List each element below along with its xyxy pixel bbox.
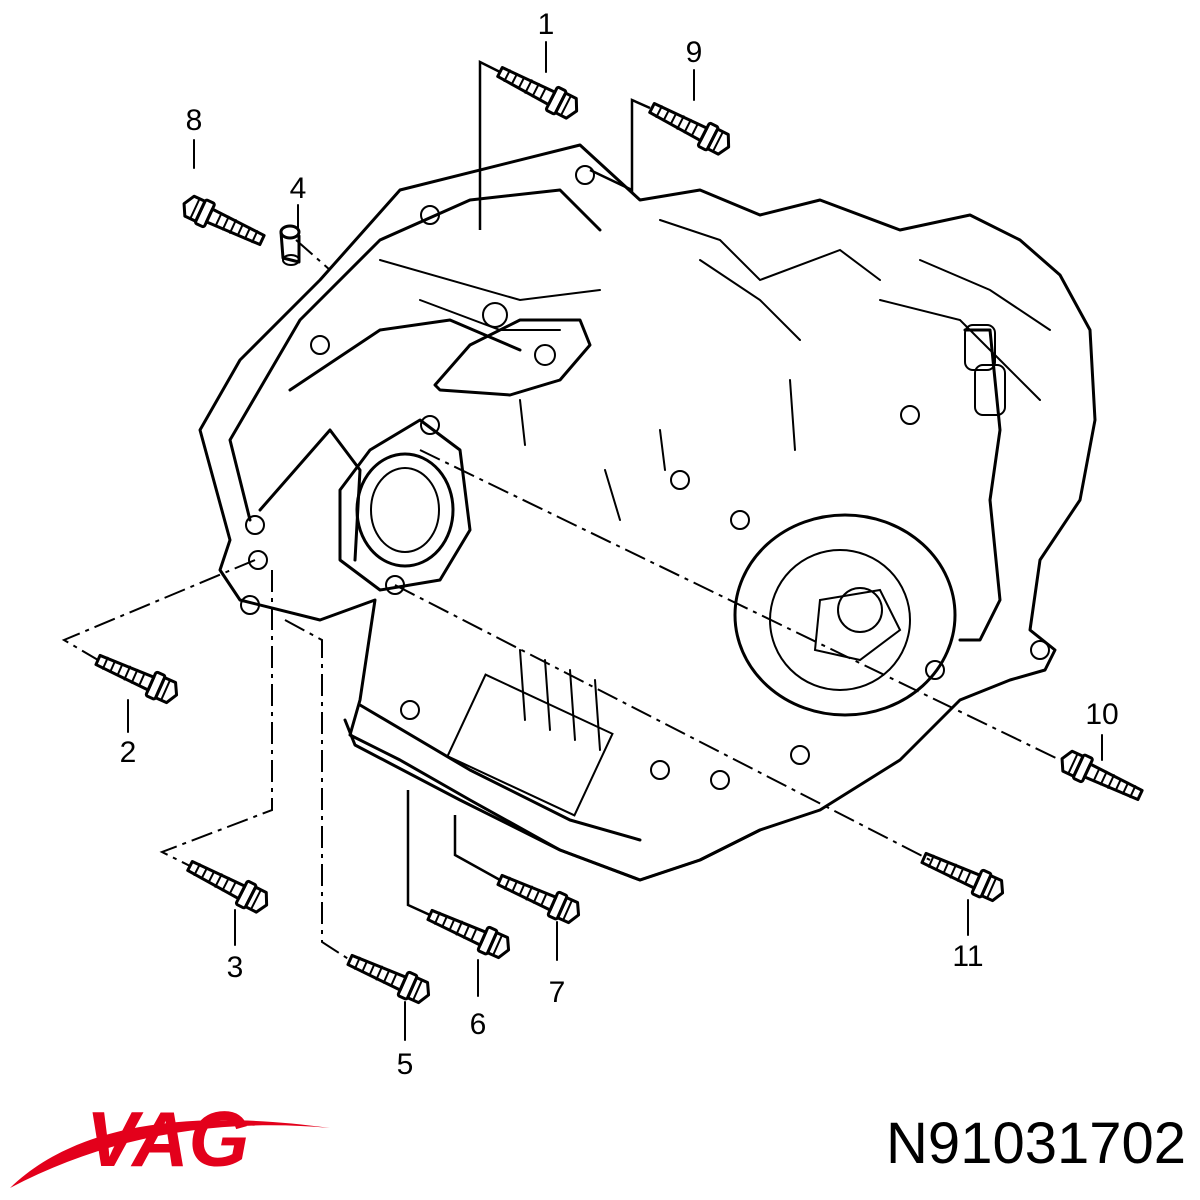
callout-7: 7 <box>549 976 566 1009</box>
leader-lines <box>61 41 1103 1041</box>
bolt-7 <box>493 866 586 929</box>
callout-8: 8 <box>186 104 203 137</box>
fasteners <box>91 58 1147 1009</box>
callout-6: 6 <box>470 1008 487 1041</box>
callout-4: 4 <box>290 172 307 205</box>
callout-5: 5 <box>397 1048 414 1081</box>
bolt-11 <box>917 844 1010 907</box>
brand-name: VAG <box>86 1095 249 1183</box>
bolt-9 <box>644 94 737 161</box>
callout-3: 3 <box>227 951 244 984</box>
callout-10: 10 <box>1085 698 1118 731</box>
bolt-8 <box>177 190 269 254</box>
dowel-sleeve-4 <box>279 224 301 266</box>
bolt-2 <box>91 646 184 709</box>
transmission-housing <box>198 143 1097 882</box>
bolt-3 <box>182 852 275 919</box>
bolt-1 <box>492 58 585 125</box>
callout-1: 1 <box>538 8 555 41</box>
vag-logo: VAG <box>10 1095 330 1188</box>
callout-2: 2 <box>120 736 137 769</box>
callout-9: 9 <box>686 36 703 69</box>
part-number: N91031702 <box>886 1111 1186 1176</box>
bolt-6 <box>423 901 516 964</box>
callout-labels: 1 2 3 4 5 6 7 8 9 10 11 <box>120 8 1119 1081</box>
callout-11: 11 <box>952 940 983 973</box>
bolt-bosses <box>240 165 1050 790</box>
bolt-5 <box>343 946 436 1009</box>
logo-swoosh <box>10 1120 330 1188</box>
